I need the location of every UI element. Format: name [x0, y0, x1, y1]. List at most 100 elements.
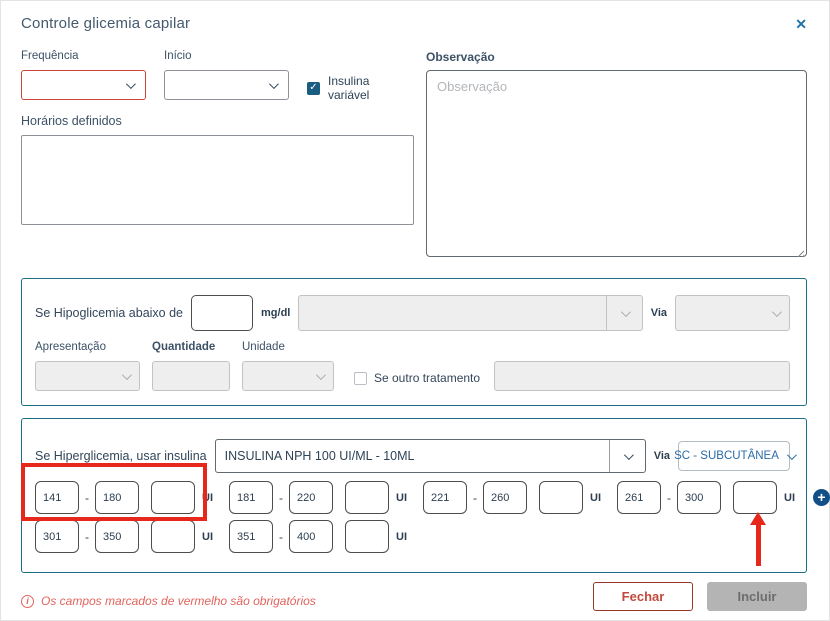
- chevron-down-icon: [623, 449, 634, 460]
- insulin-range-group: - UI: [229, 481, 407, 514]
- unit-label: UI: [202, 530, 213, 543]
- horarios-definidos-label: Horários definidos: [21, 114, 122, 128]
- range-dose-input[interactable]: [345, 481, 389, 514]
- resize-grip-icon[interactable]: [795, 248, 804, 257]
- insulin-value: INSULINA NPH 100 UI/ML - 10ML: [224, 449, 415, 463]
- left-column: Frequência Início ✓ Insulina variável: [21, 50, 414, 262]
- range-dose-input[interactable]: [151, 520, 195, 553]
- quantidade-label: Quantidade: [152, 341, 216, 353]
- insulina-variavel-checkbox[interactable]: ✓: [307, 81, 320, 95]
- unidade-select: [242, 361, 334, 391]
- horarios-definidos-box[interactable]: [21, 135, 414, 225]
- observacao-textarea[interactable]: [426, 70, 807, 257]
- unit-label: UI: [396, 530, 407, 543]
- unidade-field: Unidade: [242, 341, 334, 391]
- inicio-label: Início: [164, 50, 192, 62]
- observacao-label: Observação: [426, 50, 495, 64]
- hipoglicemia-prefix-label: Se Hipoglicemia abaixo de: [35, 306, 184, 320]
- hiperglicemia-prefix-label: Se Hiperglicemia, usar insulina: [35, 449, 207, 463]
- hipoglicemia-medication-select: [298, 295, 643, 331]
- inicio-select[interactable]: [164, 70, 289, 100]
- chevron-down-icon: [786, 449, 797, 460]
- hiperglicemia-via-select[interactable]: SC - SUBCUTÂNEA: [674, 441, 797, 471]
- range-min-input[interactable]: [229, 520, 273, 553]
- range-min-input[interactable]: [617, 481, 661, 514]
- medication-value: [299, 296, 605, 330]
- insulin-range-group: - UI: [35, 481, 213, 514]
- inicio-field: Início: [164, 50, 289, 100]
- range-max-input[interactable]: [95, 520, 139, 553]
- check-icon: ✓: [309, 81, 318, 93]
- insulin-ranges-row-1: - UI - UI - UI -: [35, 481, 830, 514]
- insulin-range-group: - UI: [423, 481, 601, 514]
- chevron-down-icon: [620, 306, 631, 317]
- unit-label: UI: [396, 491, 407, 504]
- hipoglicemia-section: Se Hipoglicemia abaixo de mg/dl Via Apre…: [21, 278, 807, 406]
- range-max-input[interactable]: [95, 481, 139, 514]
- plus-icon: +: [817, 489, 826, 505]
- range-dose-input[interactable]: [733, 481, 777, 514]
- chevron-down-icon: [315, 369, 326, 380]
- range-min-input[interactable]: [423, 481, 467, 514]
- range-dash: -: [85, 529, 89, 544]
- incluir-button[interactable]: Incluir: [707, 582, 807, 611]
- chevron-down-icon: [121, 369, 132, 380]
- hipoglicemia-threshold-input[interactable]: [191, 295, 254, 331]
- right-column: Observação: [426, 50, 807, 262]
- frequencia-field: Frequência: [21, 50, 146, 100]
- top-form-row: Frequência Início ✓ Insulina variável: [21, 50, 807, 262]
- unidade-label: Unidade: [242, 341, 285, 353]
- insulina-variavel-field: ✓ Insulina variável: [307, 74, 414, 102]
- range-min-input[interactable]: [229, 481, 273, 514]
- info-icon: i: [21, 594, 34, 608]
- insulin-range-group: - UI: [35, 520, 213, 553]
- range-dash: -: [667, 490, 671, 505]
- via-value: SC - SUBCUTÂNEA: [674, 450, 779, 462]
- quantidade-input: [152, 361, 230, 391]
- add-range-button[interactable]: +: [813, 489, 830, 506]
- frequencia-select[interactable]: [21, 70, 146, 100]
- chevron-down-icon: [125, 78, 136, 89]
- range-dash: -: [279, 529, 283, 544]
- range-max-input[interactable]: [289, 520, 333, 553]
- range-dose-input[interactable]: [151, 481, 195, 514]
- warning-text: Os campos marcados de vermelho são obrig…: [41, 594, 316, 608]
- chevron-down-icon: [771, 306, 782, 317]
- range-dash: -: [85, 490, 89, 505]
- range-min-input[interactable]: [35, 481, 79, 514]
- outro-tratamento-label: Se outro tratamento: [374, 371, 481, 385]
- range-min-input[interactable]: [35, 520, 79, 553]
- insulin-ranges-row-2: - UI - UI: [35, 520, 790, 553]
- fechar-button[interactable]: Fechar: [593, 582, 693, 611]
- range-dose-input[interactable]: [345, 520, 389, 553]
- range-max-input[interactable]: [483, 481, 527, 514]
- range-dash: -: [279, 490, 283, 505]
- range-max-input[interactable]: [289, 481, 333, 514]
- unit-label: UI: [202, 491, 213, 504]
- close-icon[interactable]: ✕: [795, 16, 807, 32]
- insulin-range-group: - UI: [617, 481, 795, 514]
- hipoglicemia-via-select: [675, 295, 790, 331]
- apresentacao-value: [36, 362, 111, 390]
- range-dose-input[interactable]: [539, 481, 583, 514]
- hiperglicemia-via-label: Via: [653, 450, 670, 462]
- hipoglicemia-via-label: Via: [650, 307, 667, 319]
- page-title: Controle glicemia capilar: [21, 15, 191, 32]
- dialog-header: Controle glicemia capilar ✕: [21, 15, 807, 32]
- insulin-range-group: - UI: [229, 520, 407, 553]
- unit-label: UI: [784, 491, 795, 504]
- range-max-input[interactable]: [677, 481, 721, 514]
- apresentacao-select: [35, 361, 140, 391]
- quantidade-field: Quantidade: [152, 341, 230, 391]
- outro-tratamento-field: Se outro tratamento: [354, 371, 480, 385]
- apresentacao-field: Apresentação: [35, 341, 140, 391]
- insulin-select[interactable]: INSULINA NPH 100 UI/ML - 10ML: [214, 439, 646, 473]
- range-dash: -: [473, 490, 477, 505]
- via-value: [676, 296, 761, 330]
- mgdl-unit-label: mg/dl: [261, 307, 291, 319]
- outro-tratamento-input: [494, 361, 790, 391]
- insulina-variavel-label: Insulina variável: [328, 74, 370, 102]
- outro-tratamento-checkbox[interactable]: [354, 371, 367, 385]
- unit-label: UI: [590, 491, 601, 504]
